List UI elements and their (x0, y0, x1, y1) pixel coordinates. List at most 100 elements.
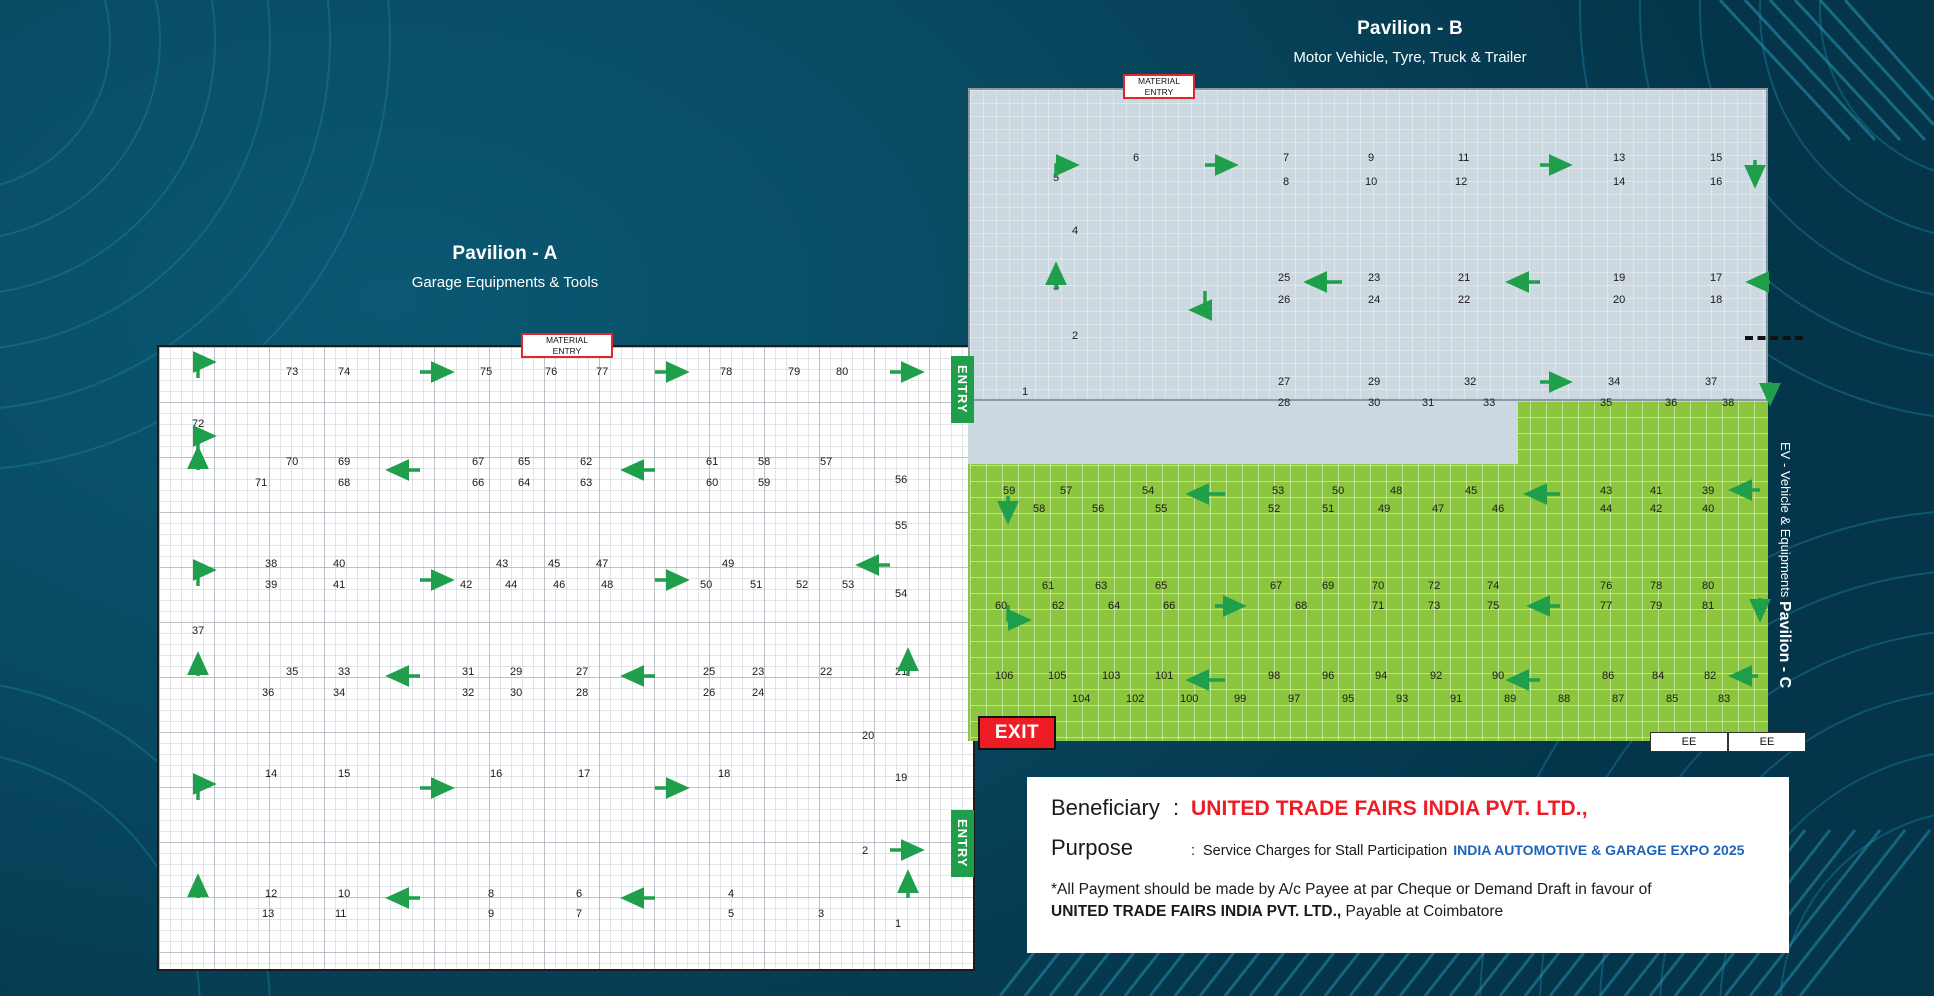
stall-number: 103 (1102, 670, 1121, 682)
stall-number: 50 (700, 579, 713, 591)
stall-number: 8 (1283, 176, 1290, 188)
stall-number: 63 (1095, 580, 1108, 592)
stall-number: 65 (1155, 580, 1168, 592)
stall-number: 66 (1163, 600, 1176, 612)
stall-number: 68 (338, 477, 351, 489)
stall-number: 11 (335, 908, 347, 920)
pavilion-a-floorplan[interactable] (157, 345, 975, 971)
pavilion-b-subtitle: Motor Vehicle, Tyre, Truck & Trailer (1293, 49, 1527, 66)
stall-number: 19 (895, 772, 908, 784)
payment-note-tail: Payable at Coimbatore (1341, 903, 1504, 921)
stall-number: 16 (490, 768, 503, 780)
stall-number: 68 (1295, 600, 1308, 612)
stall-number: 78 (1650, 580, 1663, 592)
stall-number: 66 (472, 477, 485, 489)
stall-number: 26 (703, 687, 716, 699)
stall-number: 56 (1092, 503, 1105, 515)
stall-number: 8 (488, 888, 495, 900)
stall-number: 44 (1600, 503, 1613, 515)
stall-number: 31 (1422, 397, 1435, 409)
stall-number: 15 (1710, 152, 1723, 164)
stall-number: 22 (820, 666, 833, 678)
stall-number: 1 (895, 918, 902, 930)
material-entry-marker-a: MATERIAL ENTRY (521, 333, 613, 358)
stall-number: 51 (750, 579, 763, 591)
stall-number: 60 (706, 477, 719, 489)
stall-number: 37 (192, 625, 205, 637)
purpose-event-name: INDIA AUTOMOTIVE & GARAGE EXPO 2025 (1453, 842, 1745, 858)
stall-number: 40 (1702, 503, 1715, 515)
stall-number: 75 (1487, 600, 1500, 612)
stall-number: 89 (1504, 693, 1517, 705)
stall-number: 26 (1278, 294, 1291, 306)
stall-number: 20 (862, 730, 875, 742)
stall-number: 94 (1375, 670, 1388, 682)
stall-number: 70 (286, 456, 299, 468)
stall-number: 42 (460, 579, 473, 591)
stall-number: 18 (718, 768, 731, 780)
exit-marker[interactable]: EXIT (978, 716, 1056, 750)
stall-number: 33 (338, 666, 351, 678)
stall-number: 48 (601, 579, 614, 591)
stall-number: 85 (1666, 693, 1679, 705)
stall-number: 97 (1288, 693, 1301, 705)
entry-marker-bottom[interactable]: ENTRY (951, 810, 974, 877)
stall-number: 30 (1368, 397, 1381, 409)
stall-number: 16 (1710, 176, 1723, 188)
stall-number: 53 (1272, 485, 1285, 497)
beneficiary-label: Beneficiary (1051, 795, 1160, 820)
stall-number: 61 (1042, 580, 1055, 592)
purpose-label: Purpose (1051, 835, 1133, 860)
stall-number: 30 (510, 687, 523, 699)
stall-number: 12 (1455, 176, 1468, 188)
stall-number: 77 (596, 366, 609, 378)
stall-number: 41 (333, 579, 346, 591)
stall-number: 87 (1612, 693, 1625, 705)
stall-number: 100 (1180, 693, 1199, 705)
beneficiary-row: Beneficiary : UNITED TRADE FAIRS INDIA P… (1051, 795, 1767, 821)
stall-number: 55 (895, 520, 908, 532)
material-entry-line2-a: ENTRY (552, 345, 582, 356)
stall-number: 7 (576, 908, 583, 920)
stall-number: 23 (1368, 272, 1381, 284)
entry-marker-top[interactable]: ENTRY (951, 356, 974, 423)
pavilion-b-title: Pavilion - B (1357, 18, 1463, 39)
stall-number: 96 (1322, 670, 1335, 682)
stall-number: 74 (338, 366, 351, 378)
stall-number: 95 (1342, 693, 1355, 705)
stall-number: 45 (548, 558, 561, 570)
stall-number: 90 (1492, 670, 1505, 682)
stall-number: 73 (1428, 600, 1441, 612)
stall-number: 79 (1650, 600, 1663, 612)
stall-number: 2 (862, 845, 869, 857)
stall-number: 57 (1060, 485, 1073, 497)
stall-number: 69 (338, 456, 351, 468)
stall-number: 38 (265, 558, 278, 570)
stall-number: 65 (518, 456, 531, 468)
stall-number: 76 (545, 366, 558, 378)
stall-number: 29 (510, 666, 523, 678)
stall-number: 63 (580, 477, 593, 489)
stall-number: 38 (1722, 397, 1735, 409)
stall-number: 24 (752, 687, 765, 699)
stall-number: 39 (1702, 485, 1715, 497)
stall-number: 1 (1022, 386, 1029, 398)
stall-number: 9 (488, 908, 495, 920)
purpose-value: Service Charges for Stall Participation (1203, 843, 1448, 859)
stall-number: 15 (338, 768, 351, 780)
stall-number: 62 (1052, 600, 1065, 612)
ee-box-left: EE (1650, 732, 1728, 752)
stall-number: 23 (752, 666, 765, 678)
stall-number: 46 (553, 579, 566, 591)
stall-number: 93 (1396, 693, 1409, 705)
stall-number: 34 (1608, 376, 1621, 388)
stall-number: 62 (580, 456, 593, 468)
pavilion-b-floorplan[interactable] (968, 88, 1768, 401)
stall-number: 99 (1234, 693, 1247, 705)
stall-number: 12 (265, 888, 278, 900)
beneficiary-colon: : (1173, 795, 1180, 820)
stall-number: 78 (720, 366, 733, 378)
stall-number: 25 (1278, 272, 1291, 284)
stall-number: 74 (1487, 580, 1500, 592)
stall-number: 86 (1602, 670, 1615, 682)
